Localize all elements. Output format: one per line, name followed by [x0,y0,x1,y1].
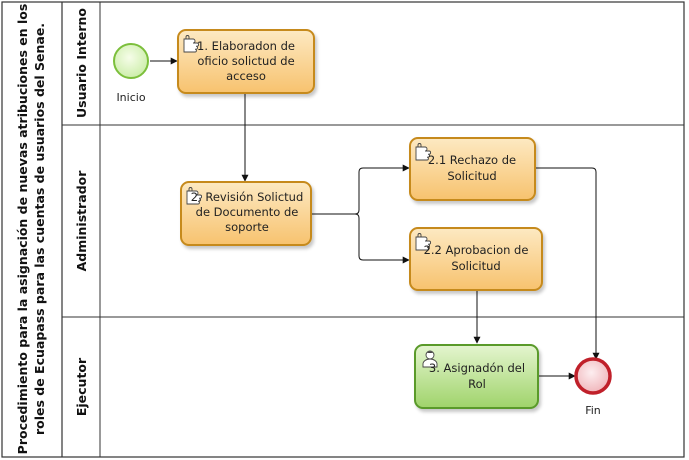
lane-administrador: Administrador [74,170,89,272]
manual-task-icon [186,187,202,205]
task-3-line-2: Rol [468,377,486,391]
task-2-2-line-1: 2.2 Aprobacion de [424,243,529,257]
pool-title-line-1: Procedimiento para la asignación de nuev… [15,4,30,455]
task-2-2-aprobacion[interactable]: 2.2 Aprobacion de Solicitud [409,227,543,291]
task-2-1-line-1: 2.1 Rechazo de [428,153,516,167]
flow-t21-to-end[interactable] [535,167,600,360]
lane-title-usuario-interno: Usuario Interno [74,8,89,118]
task-1-line-3: acceso [226,69,266,83]
task-2-1-line-2: Solicitud [447,169,496,183]
pool-title-line-2: roles de Ecuapass para las cuentas de us… [32,23,47,435]
task-2-1-rechazo[interactable]: 2.1 Rechazo de Solicitud [409,137,536,201]
task-2-line-3: soporte [225,220,269,234]
user-task-icon [422,350,438,368]
pool-title: Procedimiento para la asignación de nuev… [15,4,47,455]
task-2-line-1: 2. Revisión Solictud [191,190,304,204]
lane-ejecutor: Ejecutor [74,357,89,416]
end-event-label: Fin [585,404,601,417]
task-1-line-1: 1. Elaboradon de [197,39,295,53]
task-2-2-line-2: Solicitud [451,259,500,273]
task-2-revision[interactable]: 2. Revisión Solictud de Documento de sop… [180,181,312,246]
task-1-elaboracion[interactable]: 1. Elaboradon de oficio solictud de acce… [177,29,315,94]
end-event[interactable] [574,357,612,395]
start-event[interactable] [113,43,149,79]
manual-task-icon [183,35,199,53]
task-1-line-2: oficio solictud de [197,54,294,68]
manual-task-icon [415,143,431,161]
lane-usuario-interno: Usuario Interno [74,8,89,118]
task-3-asignacion[interactable]: 3. Asignadón del Rol [414,344,539,409]
task-2-line-2: de Documento de [196,205,299,219]
manual-task-icon [415,233,431,251]
flow-t2-to-t22[interactable] [311,213,410,264]
sequence-flows [150,57,600,380]
start-event-label: Inicio [116,91,145,104]
task-3-line-1: 3. Asignadón del [429,361,525,375]
lane-title-ejecutor: Ejecutor [74,357,89,416]
lane-title-administrador: Administrador [74,170,89,272]
